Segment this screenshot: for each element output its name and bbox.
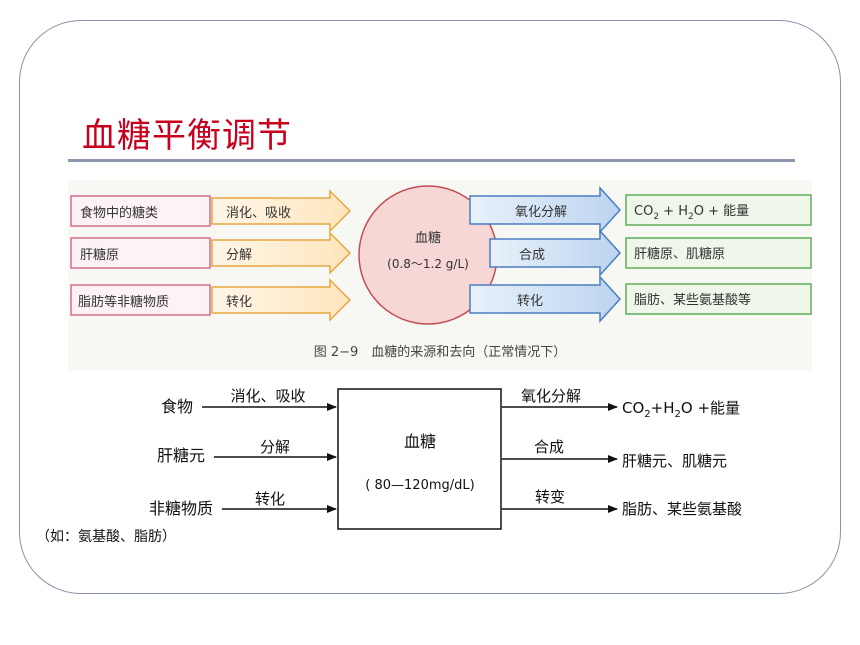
top-dest-label-2: 肝糖原、肌糖原 bbox=[634, 246, 725, 262]
bottom-source-process-3: 转化 bbox=[255, 490, 285, 508]
top-source-arrow-2: 分解 bbox=[211, 231, 352, 275]
top-blood-sugar-circle: 血糖 (0.8～1.2 g/L) bbox=[358, 185, 498, 325]
top-source-box-2: 肝糖原 bbox=[70, 237, 211, 269]
top-dest-process-2: 合成 bbox=[519, 248, 545, 263]
top-dest-arrow-2: 合成 bbox=[489, 229, 622, 277]
slide-frame bbox=[19, 20, 841, 594]
bottom-dest-label-1-b: +H bbox=[651, 399, 675, 417]
top-source-arrow-3: 转化 bbox=[211, 278, 352, 322]
top-source-label-2: 肝糖原 bbox=[80, 247, 119, 263]
bottom-source-process-2: 分解 bbox=[260, 438, 290, 456]
bottom-center-range: ( 80—120mg/dL) bbox=[365, 478, 474, 493]
top-dest-label-1-sub1: 2 bbox=[653, 212, 659, 222]
top-source-process-2: 分解 bbox=[226, 248, 252, 263]
title-underline bbox=[68, 159, 795, 162]
top-dest-process-1: 氧化分解 bbox=[515, 205, 567, 220]
top-source-box-1: 食物中的糖类 bbox=[70, 195, 211, 227]
top-dest-label-3: 脂肪、某些氨基酸等 bbox=[634, 292, 751, 308]
top-source-process-3: 转化 bbox=[226, 295, 252, 310]
top-dest-label-1-sub2: 2 bbox=[688, 212, 694, 222]
bottom-source-2: 肝糖元 bbox=[157, 446, 205, 465]
top-dest-label-1-a: CO bbox=[634, 204, 653, 219]
bottom-center-label: 血糖 bbox=[404, 432, 436, 451]
bottom-blood-sugar-box bbox=[337, 388, 502, 530]
top-dest-label-1: CO2 + H2O + 能量 bbox=[634, 204, 749, 222]
top-dest-label-1-c: O + 能量 bbox=[694, 204, 749, 219]
top-source-label-3: 脂肪等非糖物质 bbox=[78, 294, 169, 310]
top-dest-box-2: 肝糖原、肌糖原 bbox=[625, 237, 812, 269]
bottom-dest-label-1-sub2: 2 bbox=[675, 409, 681, 420]
top-dest-box-1: CO2 + H2O + 能量 bbox=[625, 194, 812, 226]
top-source-box-3: 脂肪等非糖物质 bbox=[70, 284, 211, 316]
slide-title: 血糖平衡调节 bbox=[82, 116, 292, 156]
top-dest-box-3: 脂肪、某些氨基酸等 bbox=[625, 283, 812, 315]
bottom-source-1: 食物 bbox=[161, 397, 193, 416]
bottom-dest-label-1-a: CO bbox=[622, 399, 644, 417]
top-source-process-1: 消化、吸收 bbox=[226, 206, 291, 221]
bottom-dest-process-2: 合成 bbox=[534, 438, 564, 456]
top-center-label: 血糖 bbox=[415, 230, 441, 246]
bottom-dest-label-1: CO2+H2O +能量 bbox=[622, 399, 740, 420]
top-center-range: (0.8～1.2 g/L) bbox=[387, 257, 469, 271]
bottom-source-process-1: 消化、吸收 bbox=[230, 387, 305, 405]
top-dest-arrow-3: 转化 bbox=[469, 275, 622, 323]
bottom-dest-process-3: 转变 bbox=[535, 488, 565, 506]
top-dest-process-3: 转化 bbox=[517, 294, 543, 309]
figure-caption: 图 2−9 血糖的来源和去向（正常情况下） bbox=[314, 344, 567, 360]
bottom-dest-process-1: 氧化分解 bbox=[521, 387, 581, 405]
bottom-source-note: （如：氨基酸、脂肪） bbox=[36, 528, 176, 545]
bottom-dest-label-3: 脂肪、某些氨基酸 bbox=[622, 500, 742, 518]
bottom-source-3: 非糖物质 bbox=[149, 499, 213, 518]
bottom-dest-label-1-sub1: 2 bbox=[644, 409, 650, 420]
top-source-arrow-1: 消化、吸收 bbox=[211, 189, 352, 233]
top-dest-arrow-1: 氧化分解 bbox=[469, 186, 622, 234]
bottom-dest-label-2: 肝糖元、肌糖元 bbox=[622, 452, 727, 470]
bottom-dest-label-1-c: O +能量 bbox=[681, 399, 740, 417]
top-dest-label-1-b: + H bbox=[659, 204, 688, 219]
top-source-label-1: 食物中的糖类 bbox=[80, 205, 158, 221]
